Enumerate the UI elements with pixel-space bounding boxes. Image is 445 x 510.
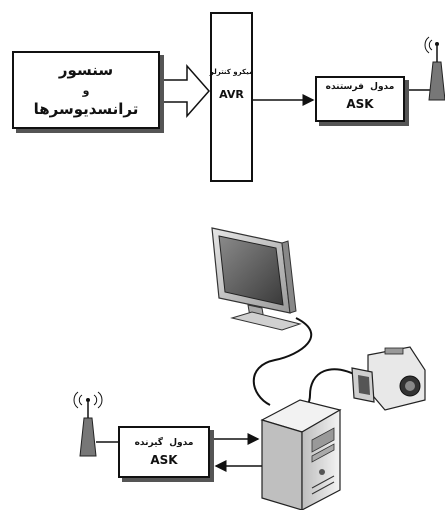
block-arrow-sensor-to-mcu — [158, 64, 210, 118]
sensor-box: سنسور و ترانسدیوسرها — [12, 51, 160, 129]
receiver-module-box: مدول گیرنده ASK — [118, 426, 210, 478]
transmitter-title: مدول فرستنده — [325, 82, 395, 92]
sensor-box-line1: سنسور — [58, 61, 114, 79]
camcorder-icon — [351, 346, 426, 411]
receiver-antenna-icon — [73, 391, 103, 457]
transmitter-antenna-icon — [424, 36, 445, 101]
sensor-box-line2: و — [82, 84, 90, 97]
microcontroller-title: میکرو کنترلر — [209, 68, 254, 76]
microcontroller-subtitle: AVR — [219, 88, 244, 101]
receiver-subtitle: ASK — [150, 453, 178, 467]
sensor-box-line3: ترانسدیوسرها — [33, 100, 139, 118]
transmitter-subtitle: ASK — [346, 97, 374, 111]
microcontroller-box: میکرو کنترلر AVR — [210, 12, 253, 182]
computer-tower-icon — [260, 399, 342, 510]
transmitter-module-box: مدول فرستنده ASK — [315, 76, 405, 122]
receiver-title: مدول گیرنده — [134, 438, 194, 448]
monitor-icon — [211, 227, 302, 331]
monitor-cable — [252, 317, 313, 406]
